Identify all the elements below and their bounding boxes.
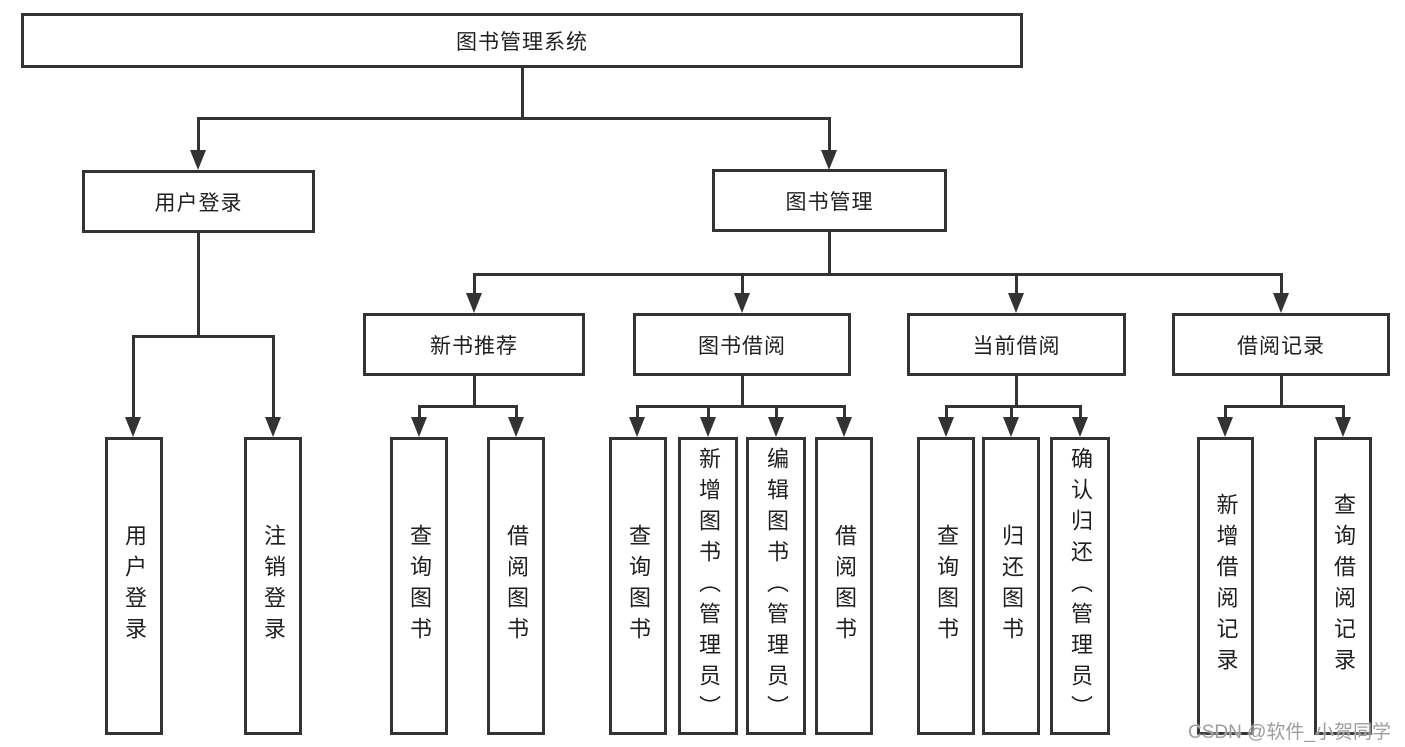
node-label: 图书管理 bbox=[785, 190, 874, 214]
arrowhead bbox=[411, 417, 427, 437]
leaf-user-login: 用户登录 bbox=[105, 437, 163, 735]
leaf-label: 新增图书（管理员） bbox=[696, 446, 721, 726]
node-label: 当前借阅 bbox=[972, 334, 1061, 358]
leaf-label: 查询图书 bbox=[407, 524, 432, 648]
connector-line bbox=[1341, 405, 1345, 417]
node-new-book-recommend: 新书推荐 bbox=[363, 313, 585, 376]
node-label: 图书借阅 bbox=[698, 334, 786, 358]
connector-line bbox=[1279, 376, 1283, 408]
connector-line bbox=[520, 68, 524, 117]
arrowhead bbox=[265, 417, 281, 437]
connector-line bbox=[1223, 405, 1345, 408]
arrowhead bbox=[836, 417, 852, 437]
connector-line bbox=[417, 405, 518, 408]
leaf-cb-return-books: 归还图书 bbox=[982, 437, 1040, 735]
node-label: 借阅记录 bbox=[1237, 334, 1325, 358]
leaf-label: 借阅图书 bbox=[504, 524, 529, 648]
connector-line bbox=[196, 233, 200, 335]
arrowhead bbox=[1217, 417, 1233, 437]
arrowhead bbox=[1072, 417, 1088, 437]
leaf-cb-query-books: 查询图书 bbox=[917, 437, 975, 735]
connector-line bbox=[1078, 405, 1082, 417]
arrowhead bbox=[938, 417, 954, 437]
arrowhead bbox=[190, 150, 206, 170]
leaf-label: 注销登录 bbox=[261, 524, 286, 648]
connector-line bbox=[196, 117, 200, 150]
leaf-bb-edit-books-admin: 编辑图书（管理员） bbox=[746, 437, 806, 735]
connector-line bbox=[271, 335, 275, 417]
connector-line bbox=[774, 405, 778, 417]
connector-line bbox=[944, 405, 948, 417]
connector-line bbox=[131, 335, 135, 417]
arrowhead bbox=[768, 417, 784, 437]
connector-line bbox=[842, 405, 846, 417]
leaf-label: 借阅图书 bbox=[832, 524, 857, 648]
connector-line bbox=[472, 376, 476, 408]
connector-line bbox=[514, 405, 518, 417]
connector-line bbox=[1009, 405, 1013, 417]
connector-line bbox=[1014, 273, 1018, 293]
csdn-watermark: CSDN @软件_小贺同学 bbox=[1188, 722, 1391, 743]
leaf-bb-query-books: 查询图书 bbox=[609, 437, 667, 735]
leaf-label: 编辑图书（管理员） bbox=[764, 446, 789, 726]
node-user-login: 用户登录 bbox=[82, 170, 315, 233]
arrowhead bbox=[508, 417, 524, 437]
connector-line bbox=[1014, 376, 1018, 408]
leaf-label: 查询借阅记录 bbox=[1331, 493, 1356, 679]
connector-line bbox=[1223, 405, 1227, 417]
connector-line bbox=[740, 273, 744, 293]
connector-line bbox=[417, 405, 421, 417]
leaf-label: 用户登录 bbox=[122, 524, 147, 648]
leaf-nbr-borrow-books: 借阅图书 bbox=[487, 437, 545, 735]
node-label: 图书管理系统 bbox=[456, 30, 588, 54]
node-label: 用户登录 bbox=[154, 191, 243, 215]
connector-line bbox=[740, 376, 744, 408]
leaf-cb-confirm-return-admin: 确认归还（管理员） bbox=[1050, 437, 1110, 735]
arrowhead bbox=[734, 293, 750, 313]
arrowhead bbox=[629, 417, 645, 437]
arrowhead bbox=[125, 417, 141, 437]
node-book-management: 图书管理 bbox=[712, 169, 947, 232]
connector-line bbox=[196, 117, 831, 120]
arrowhead bbox=[1273, 293, 1289, 313]
leaf-br-add-record: 新增借阅记录 bbox=[1197, 437, 1254, 735]
connector-line bbox=[635, 405, 846, 408]
leaf-label: 查询图书 bbox=[626, 524, 651, 648]
connector-line bbox=[827, 232, 831, 273]
arrowhead bbox=[700, 417, 716, 437]
leaf-nbr-query-books: 查询图书 bbox=[390, 437, 448, 735]
leaf-label: 查询图书 bbox=[934, 524, 959, 648]
connector-line bbox=[706, 405, 710, 417]
arrowhead bbox=[1335, 417, 1351, 437]
arrowhead bbox=[1003, 417, 1019, 437]
connector-line bbox=[1279, 273, 1283, 293]
node-root: 图书管理系统 bbox=[21, 13, 1023, 68]
connector-line bbox=[472, 273, 1283, 276]
leaf-label: 确认归还（管理员） bbox=[1068, 446, 1093, 726]
node-label: 新书推荐 bbox=[430, 334, 518, 358]
connector-line bbox=[827, 117, 831, 150]
node-borrowing-records: 借阅记录 bbox=[1172, 313, 1390, 376]
leaf-logout: 注销登录 bbox=[244, 437, 302, 735]
connector-line bbox=[635, 405, 639, 417]
connector-line bbox=[472, 273, 476, 293]
leaf-label: 新增借阅记录 bbox=[1213, 493, 1239, 679]
leaf-bb-add-books-admin: 新增图书（管理员） bbox=[678, 437, 738, 735]
leaf-bb-borrow-books: 借阅图书 bbox=[815, 437, 873, 735]
node-book-borrowing: 图书借阅 bbox=[633, 313, 851, 376]
connector-line bbox=[131, 335, 275, 338]
arrowhead bbox=[1008, 293, 1024, 313]
leaf-br-query-record: 查询借阅记录 bbox=[1314, 437, 1372, 735]
node-current-borrowing: 当前借阅 bbox=[907, 313, 1126, 376]
arrowhead bbox=[466, 293, 482, 313]
leaf-label: 归还图书 bbox=[999, 524, 1024, 648]
connector-line bbox=[944, 405, 1082, 408]
arrowhead bbox=[821, 150, 837, 170]
